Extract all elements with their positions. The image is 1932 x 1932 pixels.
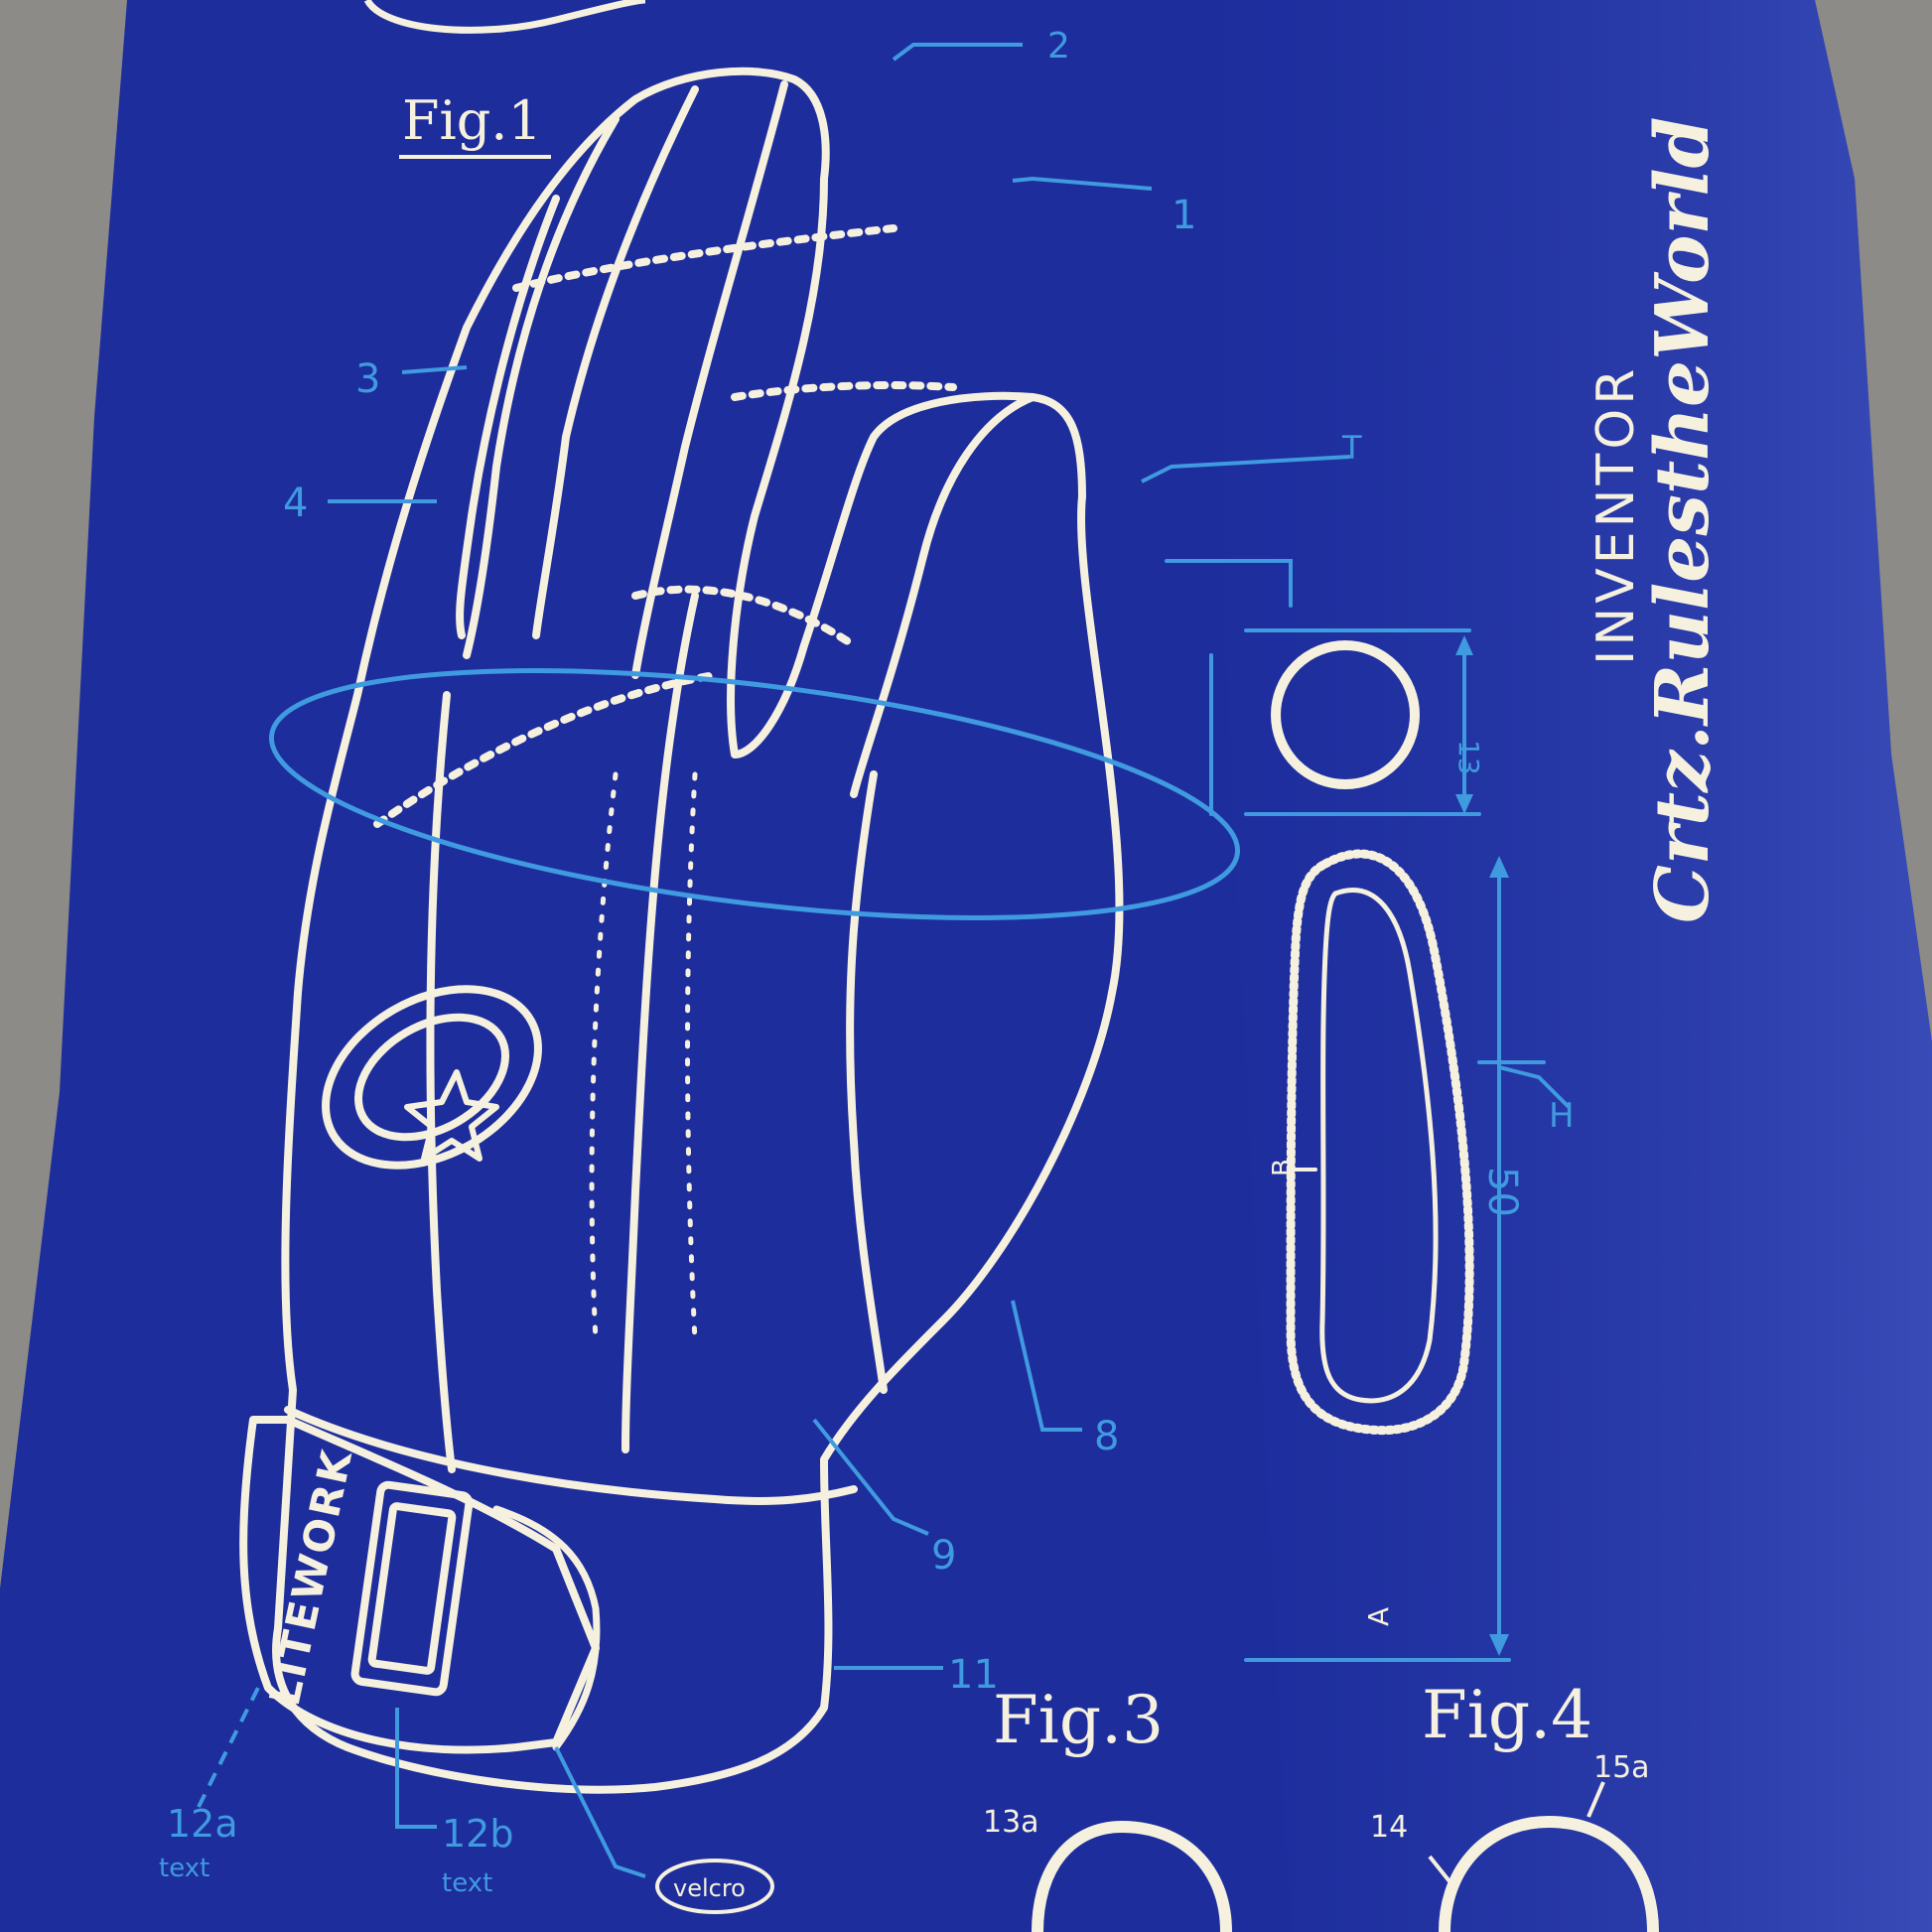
inventor-heading: INVENTOR	[1587, 365, 1646, 665]
callout-12a: 12a	[167, 1802, 238, 1846]
velcro-label: velcro	[673, 1874, 746, 1902]
callout-4: 4	[283, 481, 308, 526]
knuckle-band	[512, 224, 897, 292]
callout-12b: 12b	[442, 1812, 513, 1856]
callout-T: T	[1341, 429, 1362, 467]
callout-15a: 15a	[1593, 1750, 1650, 1785]
fig3-label: Fig.3	[993, 1682, 1164, 1758]
finger-line-3	[631, 80, 788, 679]
thumb-inner	[850, 393, 1036, 798]
velcro-tag	[655, 1859, 774, 1914]
logo-star	[404, 1069, 499, 1162]
leader-14	[1428, 1855, 1451, 1883]
pad-outer	[1286, 849, 1474, 1436]
finger-inner-pinky	[456, 195, 560, 639]
glove-outline	[272, 67, 1124, 1794]
callout-11: 11	[948, 1652, 999, 1698]
leader-1	[1012, 176, 1153, 191]
glove-drawing	[239, 67, 1124, 1794]
section-13a	[1032, 1820, 1232, 1932]
callout-13a: 13a	[983, 1805, 1039, 1840]
leader-12b	[395, 1708, 437, 1829]
leader-2	[892, 43, 1023, 62]
stitched-seam	[685, 771, 698, 1343]
finger-line-2	[532, 85, 699, 639]
fig4-label: Fig.4	[1422, 1677, 1592, 1753]
callout-H: H	[1549, 1096, 1575, 1136]
palm-seam-right	[621, 592, 699, 1453]
leader-T	[1141, 455, 1351, 483]
leader-H	[1498, 1065, 1571, 1109]
callout-1: 1	[1172, 193, 1196, 238]
leader-15a	[1587, 1781, 1605, 1818]
knuckle-band-2	[731, 381, 957, 401]
section-views	[1165, 559, 1546, 1662]
callout-labels: 2 1 3 4 T 8 9 11 12a text 12b text	[159, 26, 1362, 1898]
cuff-top-seam	[284, 1406, 858, 1505]
dim-arrow-50-bottom	[1489, 1634, 1509, 1656]
fig1-top-partial-outline	[363, 0, 646, 34]
palm-band-2	[631, 585, 858, 649]
dim-arrow-13-bottom	[1455, 794, 1473, 814]
cuff-strap	[492, 1505, 601, 1751]
dim-label-13: 13	[1452, 740, 1485, 775]
leader-8	[1011, 1300, 1082, 1432]
cuff-panel	[239, 1416, 600, 1754]
logo-outer	[322, 985, 542, 1170]
callout-9: 9	[931, 1533, 956, 1579]
stitched-seam-2	[589, 771, 619, 1343]
bottom-sections	[1032, 1781, 1659, 1932]
callout-3: 3	[355, 356, 380, 402]
dim-arrow-50-top	[1489, 856, 1509, 878]
palm-seam-mid	[846, 770, 888, 1394]
leader-velcro	[554, 1746, 646, 1878]
section-15a	[1439, 1815, 1659, 1932]
leader-9	[812, 1418, 929, 1536]
cuff-window-inner	[367, 1502, 457, 1675]
callout-leaders	[197, 43, 1571, 1878]
finger-line-1	[463, 115, 620, 659]
point-B-label: B	[1268, 1159, 1298, 1176]
bracket-line	[1165, 559, 1293, 608]
callout-2: 2	[1047, 26, 1070, 67]
point-A-label: A	[1362, 1607, 1395, 1626]
wrap-orbit	[268, 668, 1241, 920]
pad-inner	[1319, 888, 1439, 1404]
dim-label-50: 50	[1479, 1167, 1525, 1217]
callout-14: 14	[1370, 1810, 1408, 1845]
inventor-signature: Crtz.RulestheWorld	[1640, 117, 1725, 923]
fig1-label: Fig.1	[402, 89, 542, 152]
poster-sheen	[1191, 0, 1932, 1932]
cuff-window	[350, 1480, 474, 1697]
ring-section	[1271, 640, 1420, 789]
palm-band	[373, 671, 719, 828]
logo-inner	[354, 1013, 509, 1142]
callout-12a-sub: text	[159, 1854, 209, 1883]
callout-8: 8	[1094, 1414, 1119, 1459]
dim-arrow-13-top	[1455, 635, 1473, 655]
leader-3	[401, 365, 468, 374]
callout-12b-sub: text	[442, 1868, 492, 1898]
